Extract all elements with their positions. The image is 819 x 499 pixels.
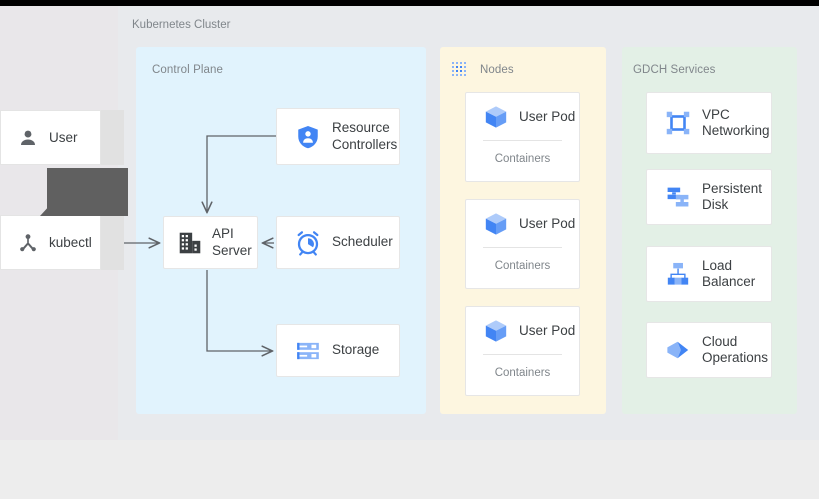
pod-label-2: User Pod [519,216,576,231]
service-card-cloud-operations[interactable]: Cloud Operations [646,322,772,378]
storage-rack-icon [297,342,319,359]
cursor-tooltip [47,168,128,216]
pod-divider-1 [483,140,562,141]
node-card-api-server[interactable]: API Server [163,216,258,269]
pod-divider-2 [483,247,562,248]
cube-icon [485,319,507,342]
actor-label-kubectl: kubectl [49,235,92,250]
cluster-title: Kubernetes Cluster [132,19,231,31]
pod-divider-3 [483,354,562,355]
pod-label-1: User Pod [519,109,576,124]
pod-card-3[interactable]: User Pod Containers [465,306,580,396]
node-card-storage[interactable]: Storage [276,324,400,377]
cube-icon [485,212,507,235]
page-background [0,440,819,499]
group-label-nodes: Nodes [480,64,514,76]
cloud-operations-icon [667,341,689,359]
group-label-gdch-services: GDCH Services [633,64,716,76]
service-label-load-balancer: Load Balancer [702,257,756,289]
pod-sublabel-2: Containers [494,260,551,272]
pod-sublabel-3: Containers [494,367,551,379]
persistent-disk-icon [667,187,689,207]
service-label-vpc-networking: VPC Networking [702,106,770,138]
cursor-tooltip-tail [40,204,51,216]
actor-label-user: User [49,130,78,145]
alarm-clock-icon [297,230,319,256]
actor-card-kubectl[interactable]: kubectl [0,215,101,270]
api-server-icon [179,232,201,253]
vpc-networking-icon [666,111,690,135]
cube-icon [485,105,507,128]
pod-label-3: User Pod [519,323,576,338]
group-label-control-plane: Control Plane [152,64,223,76]
service-card-persistent-disk[interactable]: Persistent Disk [646,169,772,225]
pod-card-2[interactable]: User Pod Containers [465,199,580,289]
person-icon [21,130,35,145]
node-label-scheduler: Scheduler [332,234,393,250]
load-balancer-icon [667,262,689,285]
node-card-scheduler[interactable]: Scheduler [276,216,400,269]
dotted-grid-icon [452,62,466,76]
node-label-storage: Storage [332,342,380,358]
top-black-bar [0,0,819,6]
service-card-load-balancer[interactable]: Load Balancer [646,246,772,302]
pod-sublabel-1: Containers [494,153,551,165]
kubectl-icon [20,233,36,251]
service-label-persistent-disk: Persistent Disk [702,180,763,212]
actor-card-user[interactable]: User [0,110,101,165]
node-label-resource-controllers: Resource Controllers [332,120,398,152]
pod-card-1[interactable]: User Pod Containers [465,92,580,182]
shield-person-icon [298,125,318,148]
node-card-resource-controllers[interactable]: Resource Controllers [276,108,400,165]
node-label-api-server: API Server [212,226,252,258]
service-card-vpc-networking[interactable]: VPC Networking [646,92,772,154]
service-label-cloud-operations: Cloud Operations [702,333,769,365]
